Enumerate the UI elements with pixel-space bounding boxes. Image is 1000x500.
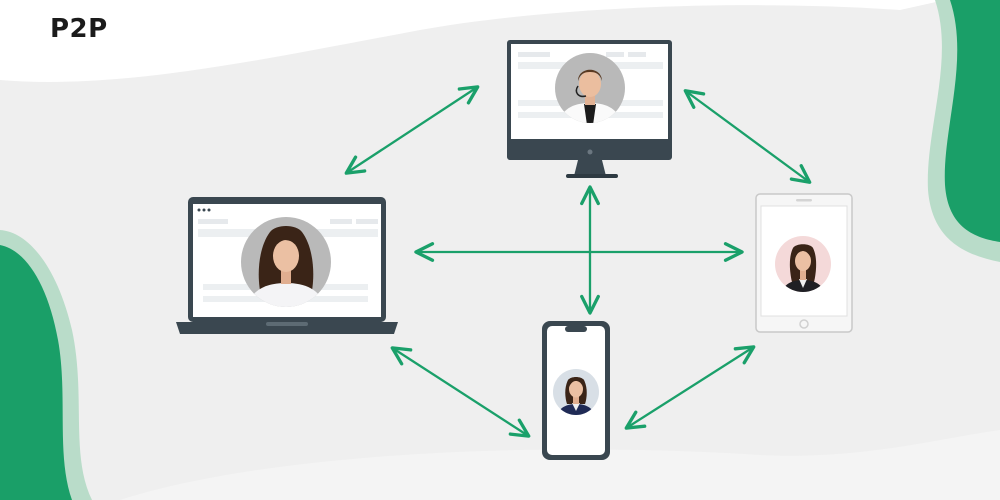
avatar-woman-tablet	[775, 236, 831, 292]
avatar-man-monitor	[555, 53, 625, 123]
background-blob-lower	[120, 430, 1000, 500]
green-wave-right	[944, 0, 1000, 242]
arrow-laptop-monitor	[344, 85, 480, 175]
avatar-woman-laptop	[241, 217, 331, 307]
green-wave-left	[0, 245, 72, 500]
arrow-phone-tablet	[624, 345, 756, 430]
page-title: P2P	[50, 14, 108, 44]
arrow-monitor-tablet	[683, 89, 812, 184]
arrow-laptop-phone	[390, 346, 531, 438]
